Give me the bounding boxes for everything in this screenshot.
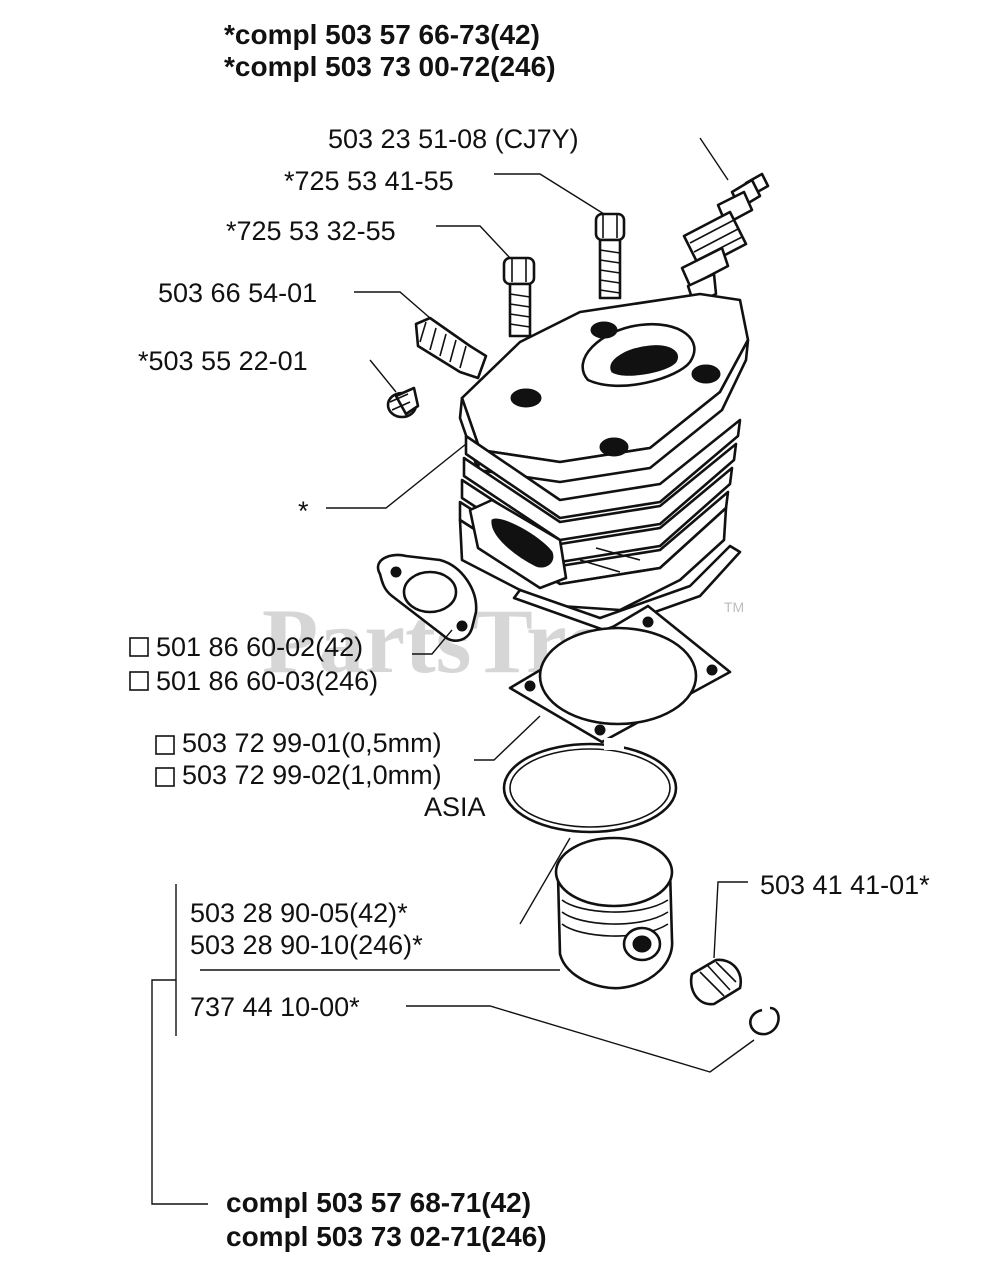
label-base-gasket-note: ASIA (424, 792, 486, 822)
screw-short-drawing (502, 256, 536, 338)
label-muffler-gasket-1: 501 86 60-02(42) (156, 632, 363, 662)
leader-lines (151, 137, 755, 1205)
label-base-gasket-2: 503 72 99-02(1,0mm) (182, 760, 442, 790)
label-screw-1: *725 53 41-55 (284, 166, 454, 196)
checkbox-muffler-gasket-2 (129, 671, 149, 691)
piston-ring-drawing (502, 738, 678, 834)
label-screw-2: *725 53 32-55 (226, 216, 396, 246)
watermark-tm: TM (724, 599, 744, 615)
label-circlip: 737 44 10-00* (190, 992, 360, 1022)
label-compl-bottom-1: compl 503 57 68-71(42) (226, 1187, 531, 1218)
spark-plug-drawing (680, 172, 770, 306)
label-decompression-valve: 503 66 54-01 (158, 278, 317, 308)
plug-screw-drawing (386, 386, 420, 419)
label-cylinder: * (298, 496, 309, 526)
label-compl-top-1: *compl 503 57 66-73(42) (224, 19, 540, 50)
checkbox-base-gasket-1 (155, 735, 175, 755)
base-gasket-drawing (508, 604, 732, 744)
decompression-valve-drawing (414, 316, 488, 380)
label-muffler-gasket-2: 501 86 60-03(246) (156, 666, 378, 696)
cylinder-drawing (458, 292, 750, 632)
label-compl-top-2: *compl 503 73 00-72(246) (224, 51, 556, 82)
label-spark-plug: 503 23 51-08 (CJ7Y) (328, 124, 579, 154)
piston-drawing (554, 836, 674, 990)
muffler-gasket-drawing (376, 553, 478, 642)
needle-bearing-drawing (689, 958, 743, 1006)
circlip-drawing (749, 1006, 780, 1036)
checkbox-muffler-gasket-1 (129, 637, 149, 657)
screw-long-drawing (594, 212, 626, 300)
label-piston-2: 503 28 90-10(246)* (190, 930, 423, 960)
label-plug-screw: *503 55 22-01 (138, 346, 308, 376)
label-needle-bearing: 503 41 41-01* (760, 870, 930, 900)
checkbox-base-gasket-2 (155, 767, 175, 787)
label-base-gasket-1: 503 72 99-01(0,5mm) (182, 728, 442, 758)
label-piston-1: 503 28 90-05(42)* (190, 898, 408, 928)
label-compl-bottom-2: compl 503 73 02-71(246) (226, 1221, 547, 1252)
